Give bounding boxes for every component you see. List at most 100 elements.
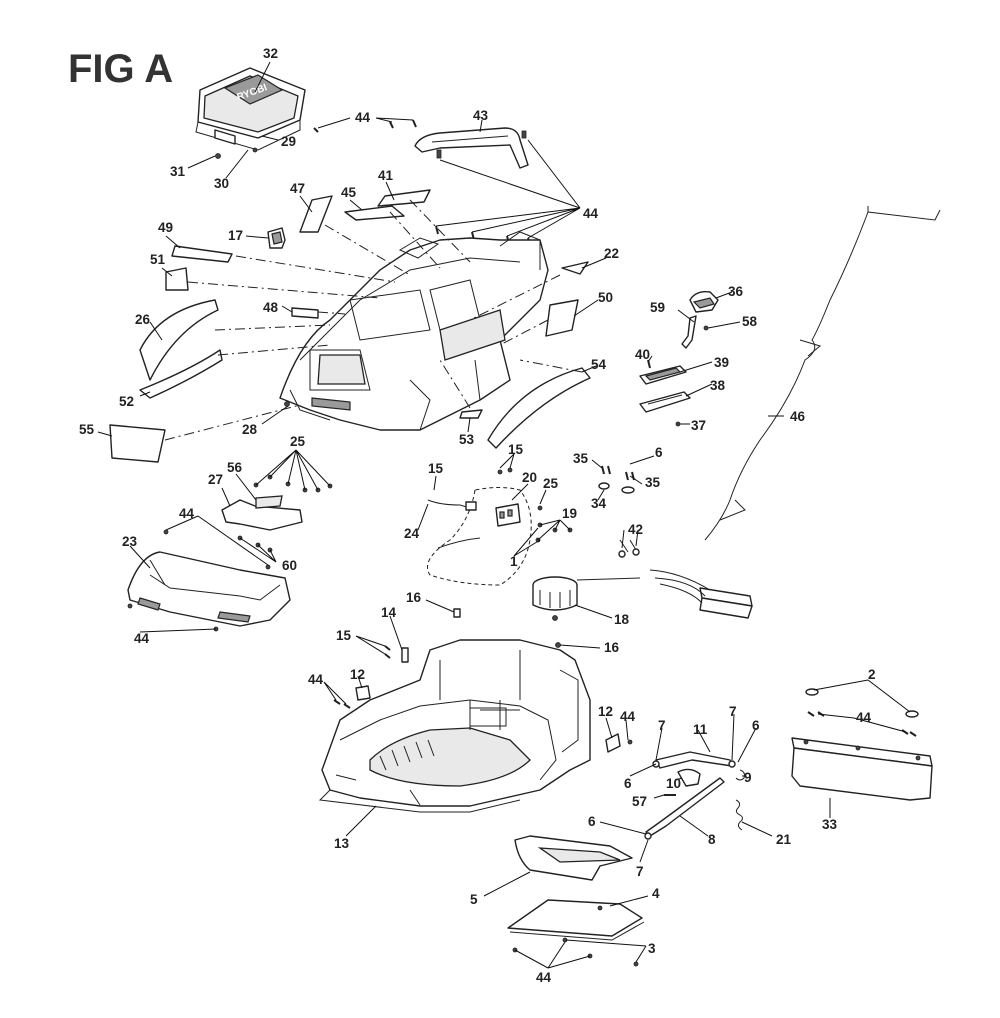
callout-51: 51	[150, 252, 166, 267]
callout-47: 47	[290, 181, 305, 196]
callout-22: 22	[604, 246, 619, 261]
callout-44: 44	[308, 672, 324, 687]
callout-35: 35	[573, 451, 589, 466]
callout-36: 36	[728, 284, 744, 299]
callout-21: 21	[776, 832, 792, 847]
callout-6: 6	[624, 776, 632, 791]
callout-44: 44	[179, 506, 195, 521]
callout-59: 59	[650, 300, 665, 315]
callout-15: 15	[336, 628, 352, 643]
callout-35: 35	[645, 475, 661, 490]
part-height-lever	[605, 733, 745, 840]
figure-title: FIG A	[68, 47, 173, 91]
callout-14: 14	[381, 605, 397, 620]
part-discharge-chute	[507, 835, 645, 967]
part-mower-deck	[318, 639, 591, 813]
callout-48: 48	[263, 300, 279, 315]
callout-20: 20	[522, 470, 537, 485]
callout-41: 41	[378, 168, 394, 183]
callout-13: 13	[334, 836, 350, 851]
callout-33: 33	[822, 817, 838, 832]
part-handle-cable	[704, 206, 941, 541]
callout-15: 15	[428, 461, 444, 476]
callout-10: 10	[666, 776, 681, 791]
callout-44: 44	[583, 206, 599, 221]
callout-46: 46	[790, 409, 806, 424]
callout-5: 5	[470, 892, 478, 907]
callout-labels: 32 29 31 30 44 43 44 47 45 41 17 49 51 2…	[79, 46, 876, 985]
callout-15: 15	[508, 442, 524, 457]
callout-18: 18	[614, 612, 630, 627]
callout-12: 12	[598, 704, 613, 719]
callout-25: 25	[543, 476, 559, 491]
callout-58: 58	[742, 314, 758, 329]
callout-56: 56	[227, 460, 243, 475]
callout-49: 49	[158, 220, 173, 235]
callout-55: 55	[79, 422, 95, 437]
part-switch-assembly	[639, 290, 719, 427]
part-motor	[532, 569, 753, 621]
callout-7: 7	[729, 704, 737, 719]
callout-30: 30	[214, 176, 229, 191]
callout-29: 29	[281, 134, 296, 149]
callout-7: 7	[658, 718, 666, 733]
part-knob	[267, 227, 286, 249]
part-front-bumper	[127, 551, 291, 632]
callout-3: 3	[648, 941, 656, 956]
callout-25: 25	[290, 434, 306, 449]
callout-27: 27	[208, 472, 223, 487]
part-screw-cluster	[253, 474, 333, 493]
callout-40: 40	[635, 347, 650, 362]
callout-31: 31	[170, 164, 186, 179]
callout-9: 9	[744, 770, 752, 785]
callout-39: 39	[714, 355, 729, 370]
part-rear-trim	[163, 495, 303, 570]
callout-42: 42	[628, 522, 643, 537]
callout-44: 44	[355, 110, 371, 125]
callout-6: 6	[588, 814, 596, 829]
callout-50: 50	[598, 290, 613, 305]
callout-53: 53	[459, 432, 475, 447]
callout-32: 32	[263, 46, 278, 61]
callout-44: 44	[856, 710, 872, 725]
callout-1: 1	[510, 554, 518, 569]
callout-16: 16	[406, 590, 422, 605]
callout-6: 6	[752, 718, 760, 733]
part-battery-cover: RYOBI	[195, 67, 306, 159]
callout-43: 43	[473, 108, 489, 123]
callout-12: 12	[350, 667, 365, 682]
callout-37: 37	[691, 418, 706, 433]
callout-11: 11	[693, 722, 708, 737]
decal-labels	[109, 189, 591, 463]
callout-26: 26	[135, 312, 151, 327]
callout-4: 4	[652, 886, 660, 901]
callout-38: 38	[710, 378, 726, 393]
callout-57: 57	[632, 794, 647, 809]
callout-19: 19	[562, 506, 577, 521]
callout-8: 8	[708, 832, 716, 847]
part-upper-housing	[279, 231, 549, 431]
callout-34: 34	[591, 496, 607, 511]
callout-54: 54	[591, 357, 607, 372]
callout-6: 6	[655, 445, 663, 460]
callout-52: 52	[119, 394, 134, 409]
callout-7: 7	[636, 864, 644, 879]
part-fasteners-left	[333, 608, 561, 709]
callout-60: 60	[282, 558, 297, 573]
callout-44: 44	[536, 970, 552, 985]
callout-23: 23	[122, 534, 138, 549]
callout-45: 45	[341, 185, 357, 200]
callout-2: 2	[868, 667, 876, 682]
callout-16: 16	[604, 640, 620, 655]
part-carry-handle	[414, 127, 529, 169]
leader-lines	[97, 61, 911, 969]
assembly-lines	[164, 199, 583, 441]
callout-44: 44	[620, 709, 636, 724]
callout-24: 24	[404, 526, 420, 541]
callout-44: 44	[134, 631, 150, 646]
part-small-hardware	[598, 465, 640, 558]
callout-17: 17	[228, 228, 243, 243]
callout-28: 28	[242, 422, 258, 437]
part-rear-flap	[791, 688, 933, 801]
